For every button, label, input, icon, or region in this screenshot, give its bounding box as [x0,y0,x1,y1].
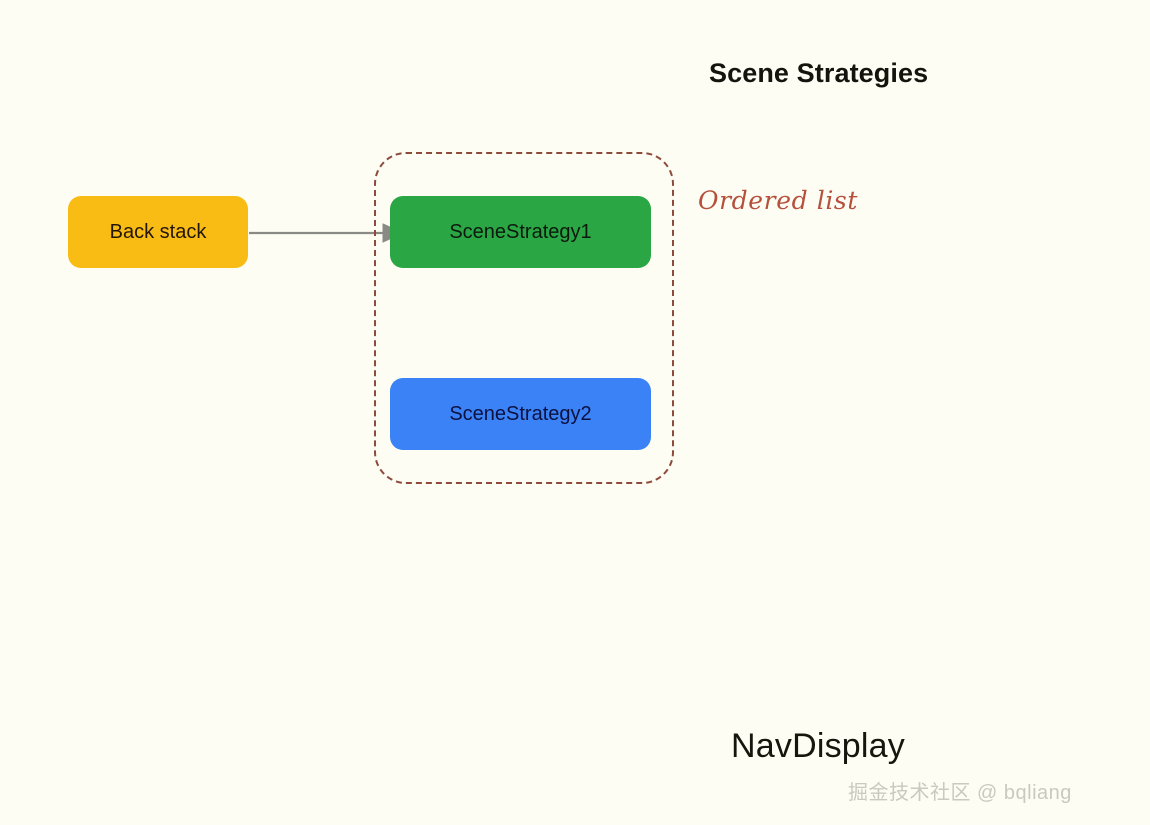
ordered-list-annotation: Ordered list [698,186,859,215]
page-title: Scene Strategies [709,58,929,88]
nav-display-label: NavDisplay [731,727,905,765]
node-scene-strategy-2-label: SceneStrategy2 [449,402,592,425]
node-scene-strategy-1-label: SceneStrategy1 [449,220,592,243]
node-scene-strategy-1[interactable]: SceneStrategy1 [390,196,651,268]
watermark: 掘金技术社区 @ bqliang [848,782,1072,804]
node-scene-strategy-2[interactable]: SceneStrategy2 [390,378,651,450]
node-back-stack-label: Back stack [109,220,207,243]
scene-strategies-group [374,152,674,484]
node-back-stack[interactable]: Back stack [68,196,248,268]
